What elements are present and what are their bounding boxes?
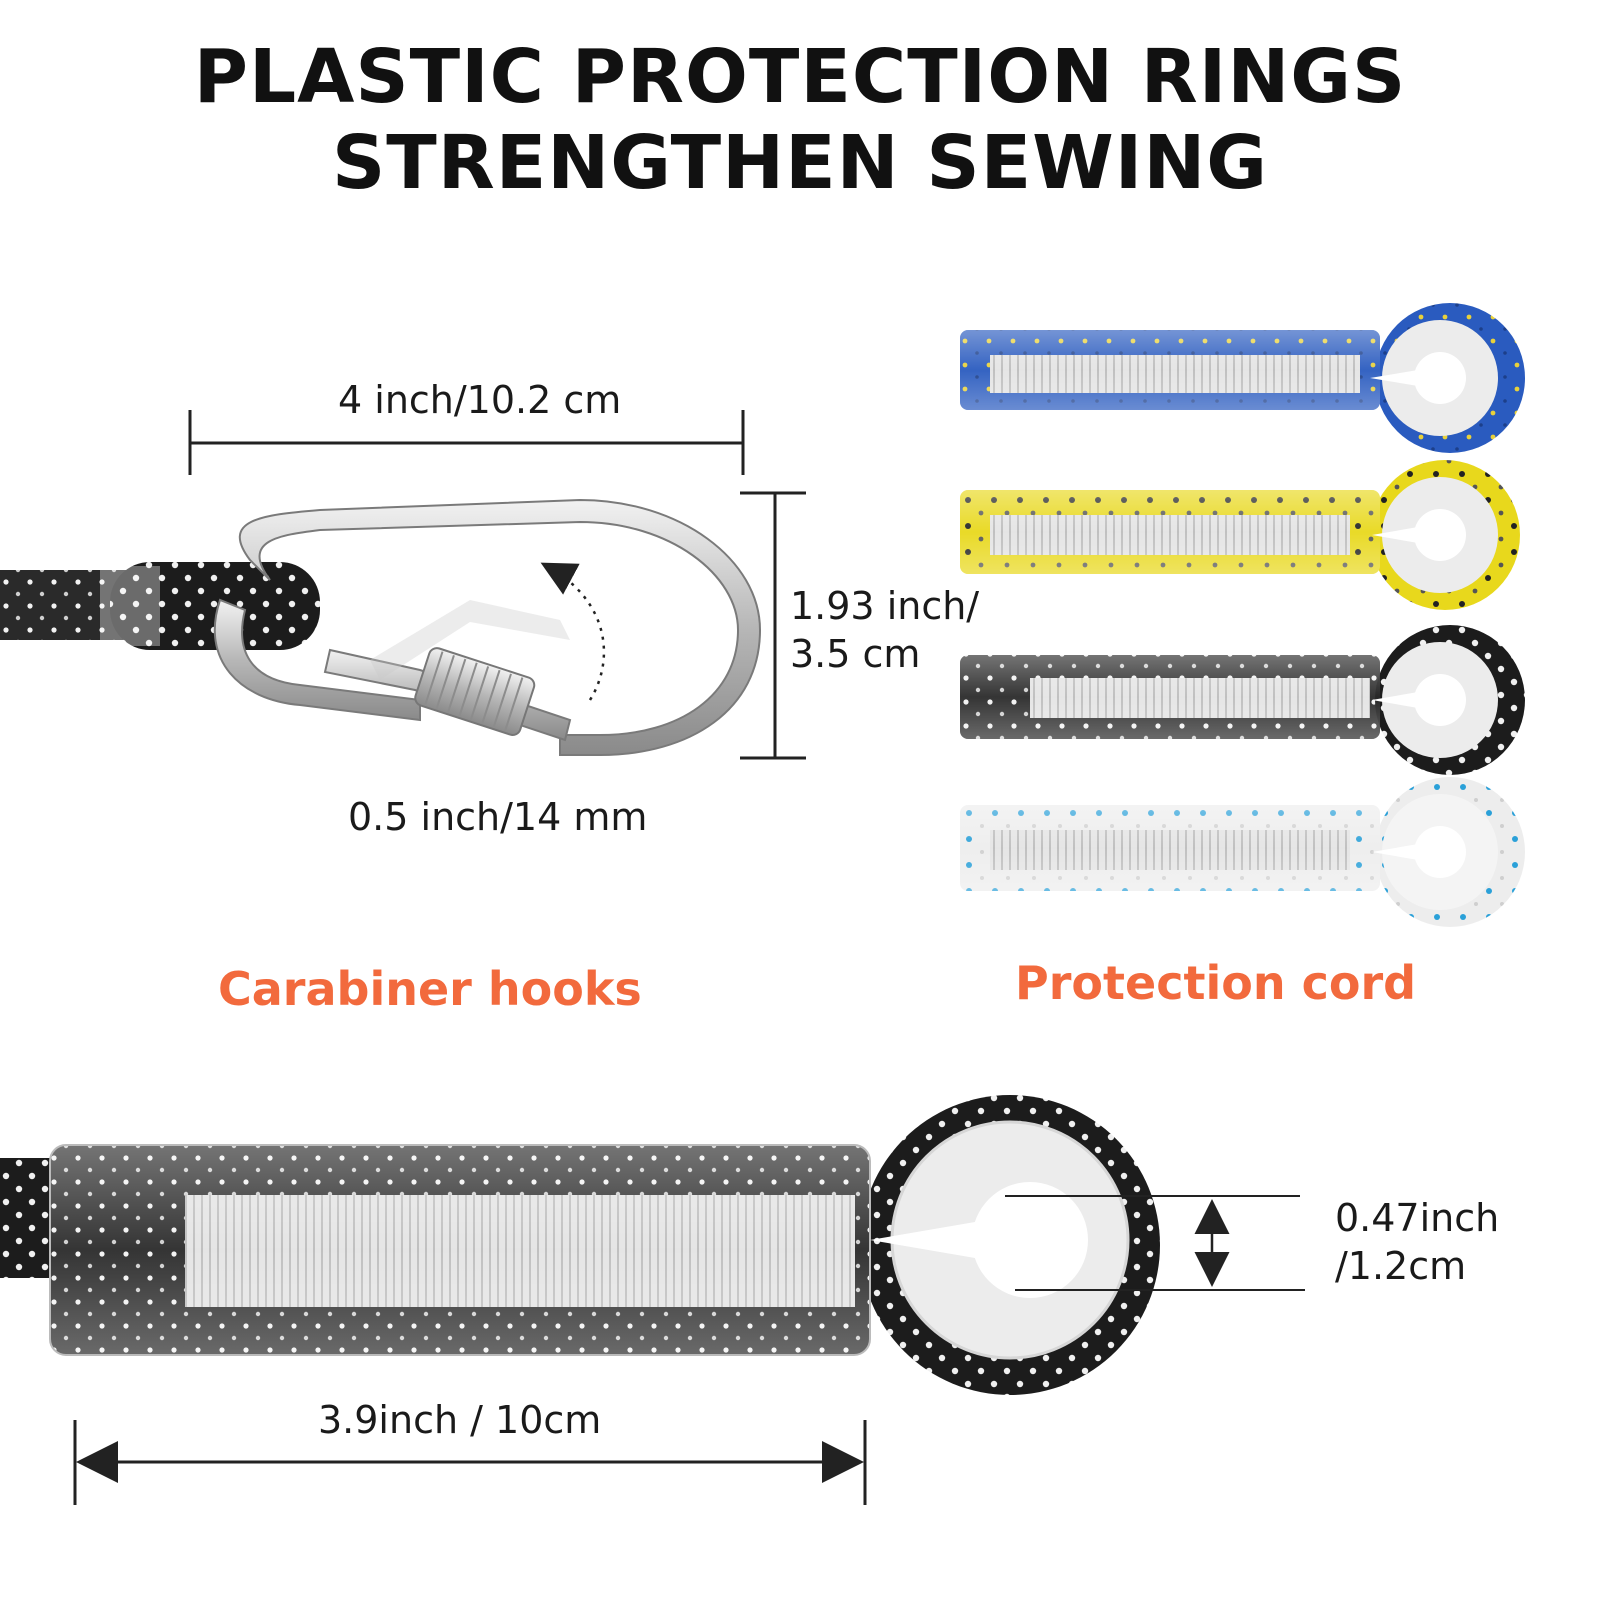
- carabiner-gate-open-ghost: [370, 600, 570, 680]
- closeup-ring-slit: [870, 1222, 975, 1258]
- carabiner-back: [213, 598, 421, 722]
- cord-white: [960, 777, 1525, 927]
- carabiner-height-label-2: 3.5 cm: [790, 632, 921, 676]
- carabiner-height-label-1: 1.93 inch/: [790, 584, 980, 628]
- closeup-cord: [0, 1095, 1305, 1505]
- carabiner-caption: Carabiner hooks: [218, 962, 642, 1016]
- cord-variants: [960, 303, 1525, 927]
- cord-caption: Protection cord: [1015, 956, 1417, 1010]
- gate-rotation-arrow: [540, 562, 606, 701]
- closeup-plastic-sleeve: [49, 1144, 871, 1356]
- carabiner-group: [0, 410, 806, 760]
- carabiner-lock-sleeve: [414, 647, 536, 736]
- carabiner-gate-label: 0.5 inch/14 mm: [348, 795, 648, 839]
- carabiner-rope: [0, 570, 130, 640]
- ring-size-label-2: /1.2cm: [1335, 1244, 1467, 1288]
- closeup-ring-hole: [972, 1182, 1088, 1298]
- title-line-1: PLASTIC PROTECTION RINGS: [193, 34, 1407, 120]
- cord-dark: [960, 625, 1525, 775]
- title-line-2: STRENGTHEN SEWING: [331, 120, 1268, 206]
- carabiner-width-label: 4 inch/10.2 cm: [338, 378, 622, 422]
- carabiner-hook: [238, 498, 762, 756]
- sleeve-length-label: 3.9inch / 10cm: [318, 1398, 602, 1442]
- cord-blue: [960, 303, 1525, 453]
- ring-size-label-1: 0.47inch: [1335, 1196, 1500, 1240]
- carabiner-sleeve: [100, 566, 160, 646]
- cord-yellow: [960, 460, 1520, 610]
- carabiner-rope-end: [110, 562, 320, 650]
